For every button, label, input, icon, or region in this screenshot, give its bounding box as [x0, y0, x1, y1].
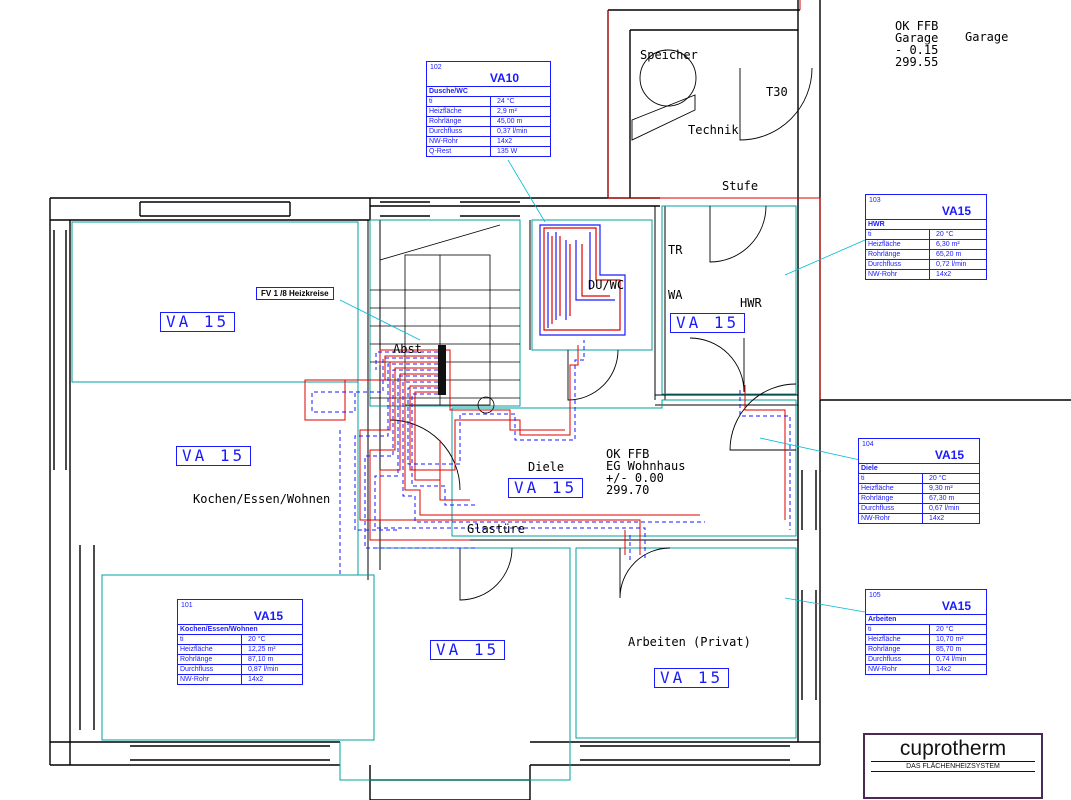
- return-pipes: [311, 340, 791, 575]
- zone-tag-hwr: VA 15: [670, 313, 746, 333]
- level-eg-line1: OK FFB: [606, 447, 650, 461]
- room-label-garage: Garage: [965, 30, 1009, 44]
- zone-tag-kochen-top: VA 15: [160, 312, 236, 332]
- supply-pipes: [304, 345, 786, 555]
- level-garage-line3: - 0.15: [895, 43, 939, 57]
- level-eg-line2: EG Wohnhaus: [606, 459, 686, 473]
- room-label-stufe: Stufe: [722, 179, 759, 193]
- room-table-number: 102: [430, 64, 442, 71]
- manifold: [438, 345, 446, 395]
- logo-brand: cuprotherm: [899, 737, 1007, 760]
- room-table-room: Kochen/Essen/Wohnen: [178, 624, 302, 634]
- room-table-number: 103: [869, 197, 881, 204]
- zone-tag-center-low: VA 15: [430, 640, 506, 660]
- zone-tag-arbeiten: VA 15: [654, 668, 730, 688]
- level-garage-line4: 299.55: [895, 55, 939, 69]
- logo-slogan: DAS FLÄCHENHEIZSYSTEM: [871, 761, 1035, 772]
- room-label-abst: Abst: [393, 342, 422, 356]
- level-garage-line1: OK FFB: [895, 19, 939, 33]
- room-outlines: [71, 205, 797, 781]
- room-table-va: VA15: [941, 599, 971, 613]
- room-label-wa: WA: [668, 288, 683, 302]
- room-table-va: VA15: [941, 204, 971, 218]
- room-label-glastuere: Glastüre: [467, 522, 525, 536]
- leader-lines: [339, 159, 866, 613]
- room-label-arbeiten: Arbeiten (Privat): [628, 635, 751, 649]
- manifold-callout: FV 1 /8 Heizkreise: [256, 287, 334, 300]
- doors: [389, 49, 813, 601]
- room-label-speicher: Speicher: [640, 48, 698, 62]
- room-table-room: HWR: [866, 219, 986, 229]
- heating-loop-dusche: [539, 224, 626, 336]
- room-table-va: VA15: [934, 448, 964, 462]
- room-label-du-wc: DU/WC: [588, 278, 625, 292]
- room-label-diele: Diele: [528, 460, 565, 474]
- room-table-va: VA10: [489, 71, 519, 85]
- room-label-tr: TR: [668, 243, 683, 257]
- room-table-room: Arbeiten: [866, 614, 986, 624]
- room-table-room: Diele: [859, 463, 979, 473]
- level-eg-line3: +/- 0.00: [606, 471, 664, 485]
- room-table-number: 105: [869, 592, 881, 599]
- level-eg-line4: 299.70: [606, 483, 650, 497]
- level-garage-line2: Garage: [895, 31, 939, 45]
- zone-tag-diele: VA 15: [508, 478, 584, 498]
- property-lines: [607, 0, 821, 400]
- room-label-kochen: Kochen/Essen/Wohnen: [193, 492, 331, 506]
- level-eg: OK FFB EG Wohnhaus +/- 0.00 299.70: [606, 448, 685, 496]
- room-table-va: VA15: [253, 609, 283, 623]
- room-label-technik: Technik: [688, 123, 739, 137]
- room-label-t30: T30: [766, 85, 788, 99]
- cuprotherm-logo: cuprotherm DAS FLÄCHENHEIZSYSTEM: [863, 733, 1043, 799]
- zone-tag-kochen-mid: VA 15: [176, 446, 252, 466]
- level-garage: OK FFB Garage - 0.15 299.55: [895, 20, 938, 68]
- room-table-number: 101: [181, 602, 193, 609]
- room-table-room: Dusche/WC: [427, 86, 550, 96]
- room-table-number: 104: [862, 441, 874, 448]
- room-label-hwr: HWR: [740, 296, 762, 310]
